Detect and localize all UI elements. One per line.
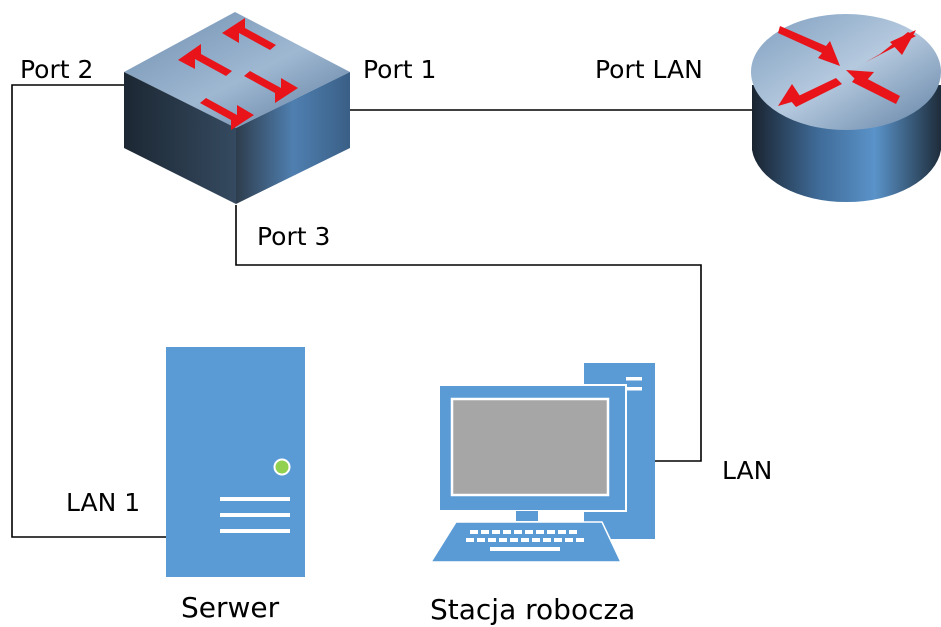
cable-port3-to-workstation (235, 205, 702, 462)
switch-arrows-icon (178, 18, 298, 130)
workstation-port-label: LAN (722, 456, 773, 485)
monitor-screen (450, 397, 610, 497)
cables (11, 84, 755, 538)
server-tower-icon (166, 347, 305, 577)
tower-drive-slot (626, 387, 642, 391)
switch-front-face (236, 72, 350, 204)
tower-drive-slot (626, 377, 642, 381)
network-switch-icon (124, 12, 350, 204)
switch-left-face (124, 72, 236, 204)
desktop-computer-icon (429, 363, 655, 563)
router-port-lan-label: Port LAN (595, 55, 703, 84)
switch-port-1-label: Port 1 (363, 55, 437, 84)
switch-top-face (124, 12, 350, 128)
keyboard-keys (466, 530, 584, 551)
router-arrows-icon (778, 26, 916, 107)
server-name-label: Serwer (181, 591, 280, 624)
cable-port2-to-server (11, 84, 166, 538)
server-drive-slot (220, 513, 290, 517)
server-drive-slot (220, 529, 290, 533)
switch-port-2-label: Port 2 (20, 55, 94, 84)
server-drive-slot (220, 497, 290, 501)
workstation-name-label: Stacja robocza (430, 593, 636, 626)
server-power-led (273, 458, 291, 476)
router-icon (751, 14, 941, 203)
switch-port-3-label: Port 3 (257, 222, 331, 251)
server-port-label: LAN 1 (66, 488, 141, 517)
monitor-neck (516, 511, 538, 521)
